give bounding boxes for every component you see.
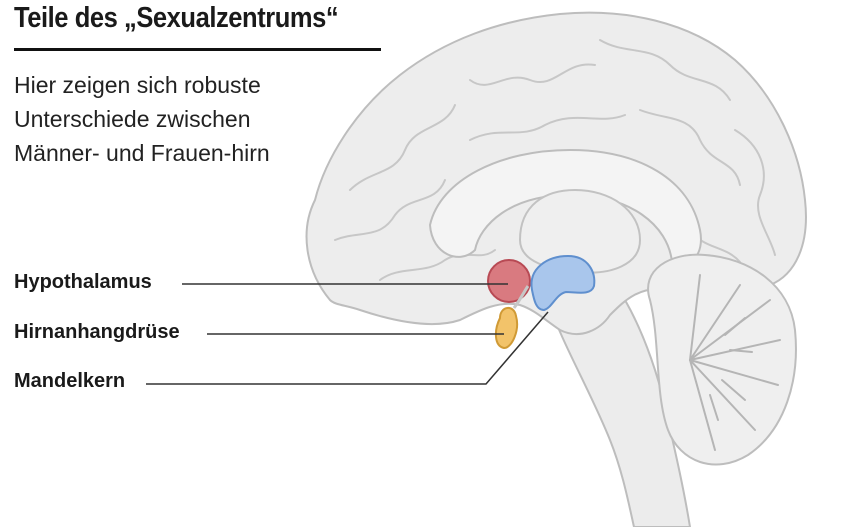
leader-lines — [146, 283, 549, 385]
cerebellum — [647, 253, 797, 466]
title-underline — [14, 48, 381, 51]
diagram-subtitle: Hier zeigen sich robuste Unterschiede zw… — [14, 72, 270, 166]
amygdala-region — [530, 254, 596, 312]
hypothalamus-region — [487, 259, 531, 303]
brain-stem — [546, 299, 692, 527]
label-pituitary: Hirnanhangdrüse — [14, 321, 180, 343]
diagram-title: Teile des „Sexualzentrums“ — [14, 2, 339, 34]
label-hypothalamus: Hypothalamus — [14, 271, 152, 293]
pituitary-region — [494, 285, 530, 350]
label-amygdala: Mandelkern — [14, 370, 126, 392]
gyri-folds — [334, 39, 776, 281]
leader-line-amygdala — [146, 311, 549, 385]
